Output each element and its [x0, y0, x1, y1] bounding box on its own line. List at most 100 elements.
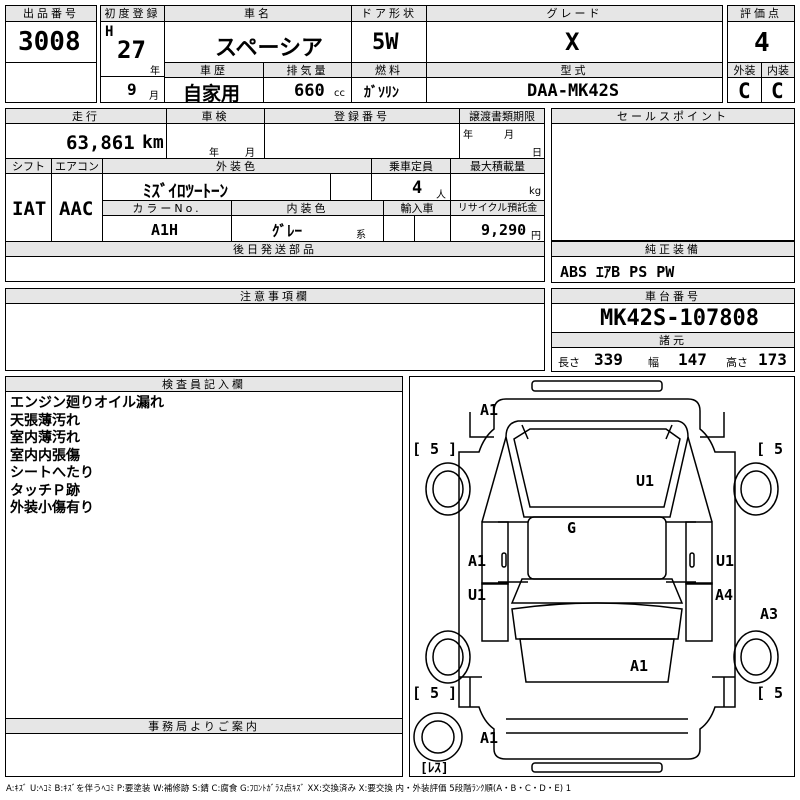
inspector-note: 室内内張傷	[10, 447, 80, 464]
recycle-unit: 円	[531, 231, 541, 242]
inspection-cell: 年 月	[166, 123, 265, 159]
equipment-value: ABS ｴｱB PS PW	[560, 263, 675, 281]
displacement-label: 排気量	[263, 62, 352, 78]
inspector-label: 検査員記入欄	[5, 376, 403, 392]
notes-cell	[5, 303, 545, 371]
equipment-label: 純正装備	[551, 241, 795, 257]
displacement-value: 660	[294, 81, 325, 101]
import-label: 輸入車	[383, 200, 451, 216]
wheel-front-right-inner	[740, 470, 772, 508]
displacement-cell: 660 cc	[263, 77, 352, 103]
model-label: 型式	[426, 62, 723, 78]
roof-rear	[510, 578, 684, 604]
reg-no-label: 登録番号	[264, 108, 460, 124]
score-cell: 4	[727, 21, 795, 63]
mark-rear-bumper: A1	[480, 729, 499, 747]
equipment-cell: ABS ｴｱB PS PW	[551, 256, 795, 283]
inspector-note: 天張薄汚れ	[10, 412, 80, 429]
reg-era: H	[105, 24, 114, 40]
grade-cell: X	[426, 21, 723, 63]
tire-rear-right: [ 5 ]	[756, 684, 794, 702]
mileage-value: 63,861	[66, 132, 135, 154]
office-label: 事務局よりご案内	[5, 718, 403, 734]
inspector-note: 外装小傷有り	[10, 500, 94, 516]
lot-cell: 3008	[5, 21, 97, 63]
right-door-line	[666, 521, 696, 583]
right-a-pillar	[687, 436, 713, 523]
rear-bumper-lower	[531, 762, 663, 773]
wheel-front-right	[733, 462, 779, 516]
first-reg-label: 初度登録	[100, 5, 165, 22]
sales-cell	[551, 123, 795, 241]
shift-cell: IAT	[5, 173, 52, 242]
inspection-label: 車検	[166, 108, 265, 124]
wheel-rear-left-inner	[432, 638, 464, 676]
insp-month-unit: 月	[245, 148, 255, 159]
history-value: 自家用	[183, 83, 241, 103]
office-cell	[5, 733, 403, 777]
front-left-fender	[469, 412, 494, 438]
mark-left-front-door: A1	[468, 552, 487, 570]
inspector-notes-cell: エンジン廻りオイル漏れ 天張薄汚れ 室内薄汚れ 室内内張傷 シートへたり タッチ…	[5, 391, 403, 719]
tire-front-right: [ 5 ]	[756, 440, 794, 458]
transfer-label: 譲渡書類期限	[459, 108, 545, 124]
left-a-pillar	[481, 436, 507, 523]
windshield-inner	[513, 428, 681, 508]
right-handle	[689, 552, 695, 568]
front-bumper	[531, 380, 663, 392]
shift-label: シフト	[5, 158, 52, 174]
color-no-label: カラーNo.	[102, 200, 232, 216]
windshield	[505, 420, 689, 518]
sales-label: セールスポイント	[551, 108, 795, 124]
car-diagram-frame: [ 5 ] [ 5 ] [ 5 ] [ 5 ] [ﾚｽ] A1 U1 G A1 …	[409, 376, 795, 777]
reg-year-unit: 年	[150, 66, 160, 77]
mark-right-front-door: U1	[716, 552, 735, 570]
seats-unit: 人	[436, 190, 446, 201]
int-color-value: ｸﾞﾚｰ	[272, 222, 303, 240]
later-parts-cell	[5, 256, 545, 282]
door-cell: 5W	[351, 21, 427, 63]
wiper-right	[665, 424, 673, 440]
interior-cell: C	[761, 77, 795, 103]
reg-no-cell	[264, 123, 460, 159]
door-label: ドア形状	[351, 5, 427, 22]
inspector-note: シートへたり	[10, 465, 94, 481]
shift-value: IAT	[12, 198, 47, 220]
color-no-cell: A1H	[102, 215, 232, 242]
reg-month: 9	[127, 80, 137, 99]
length-value: 339	[594, 350, 623, 369]
length-label: 長さ	[558, 356, 580, 369]
right-rear-door	[685, 582, 713, 642]
wheel-rear-left	[425, 630, 471, 684]
seats-value: 4	[412, 178, 423, 198]
reg-month-unit: 月	[149, 91, 159, 102]
transfer-cell: 年 月 日	[459, 123, 545, 159]
mark-right-quarter: A3	[760, 605, 779, 623]
mileage-unit: km	[142, 132, 164, 153]
spare-wheel	[413, 712, 463, 762]
color-label: 外装色	[102, 158, 372, 174]
wheel-front-left	[425, 462, 471, 516]
ac-label: エアコン	[51, 158, 103, 174]
color-value: ﾐｽﾞｲﾛﾂｰﾄｰﾝ	[143, 182, 228, 201]
left-handle	[501, 552, 507, 568]
mark-hood: U1	[636, 472, 655, 490]
import-divider	[414, 216, 415, 241]
inspector-note: タッチＰ跡	[10, 482, 80, 499]
left-quarter	[459, 676, 482, 707]
notes-label: 注意事項欄	[5, 288, 545, 304]
lot-label: 出品番号	[5, 5, 97, 22]
wiper-left	[521, 424, 529, 440]
wheel-rear-right	[733, 630, 779, 684]
mark-right-rear-door: A4	[715, 586, 734, 604]
mark-roof: G	[567, 519, 577, 537]
recycle-cell: 9,290 円	[450, 215, 545, 242]
left-door-line	[498, 521, 528, 583]
door-type: 5W	[372, 30, 399, 55]
mileage-label: 走行	[5, 108, 167, 124]
color-extra-cell	[330, 173, 372, 201]
tr-month-unit: 月	[504, 130, 514, 141]
import-cell	[383, 215, 451, 242]
wheel-front-left-inner	[432, 470, 464, 508]
exterior-label: 外装	[727, 62, 762, 78]
